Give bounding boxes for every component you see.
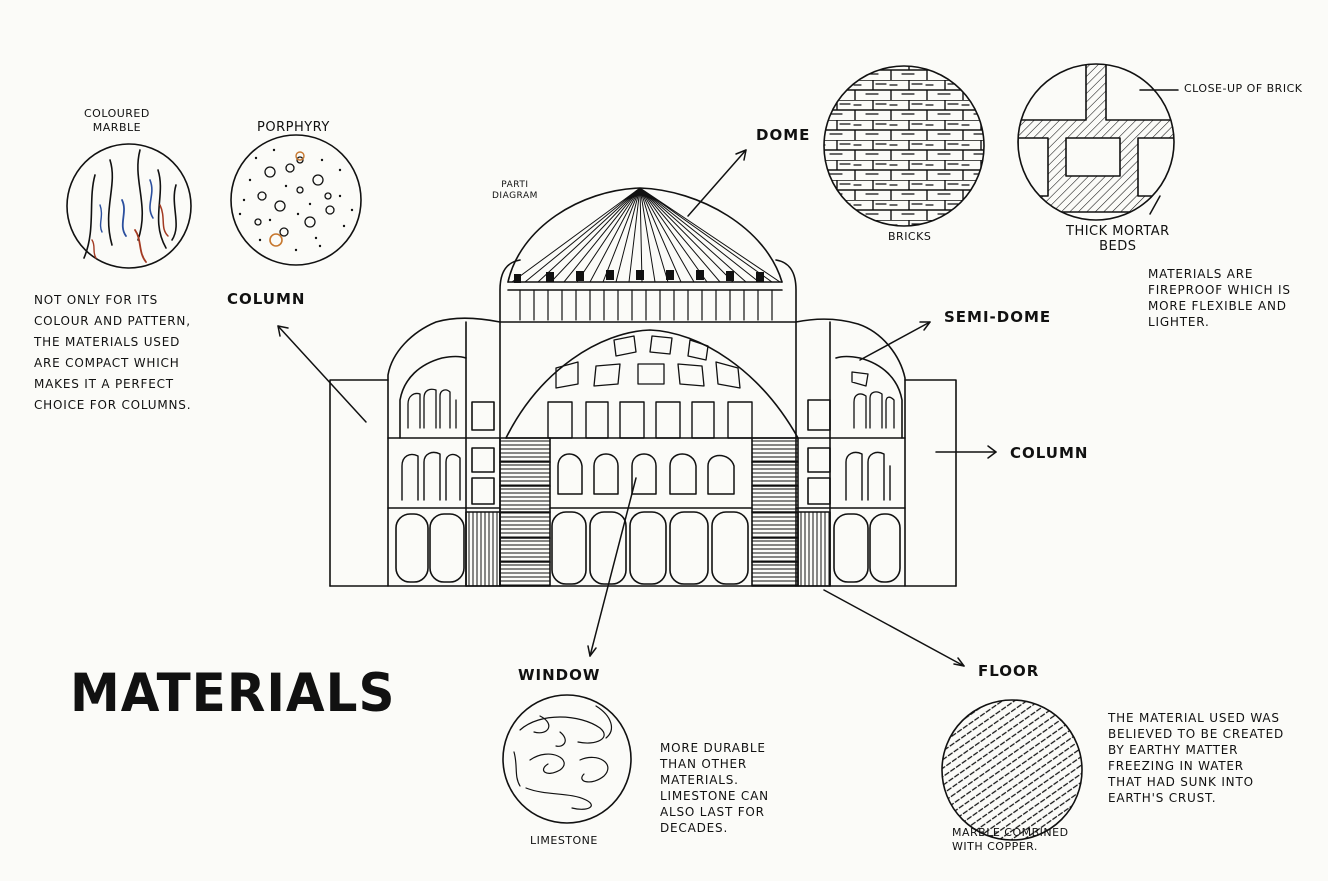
dome-label: DOME <box>756 126 810 145</box>
porphyry-label: PORPHYRY <box>257 120 330 136</box>
window-label: WINDOW <box>518 666 600 685</box>
porphyry-sample <box>231 135 361 265</box>
thick-mortar-beds-label: THICK MORTAR BEDS <box>1066 224 1170 254</box>
floor-note: THE MATERIAL USED WAS BELIEVED TO BE CRE… <box>1108 710 1284 806</box>
limestone-sample <box>503 695 631 823</box>
floor-marble-sample <box>940 700 1090 845</box>
coloured-marble-label: COLOURED MARBLE <box>84 107 150 135</box>
page-title: MATERIALS <box>70 667 396 720</box>
limestone-note: MORE DURABLE THAN OTHER MATERIALS. LIMES… <box>660 740 769 836</box>
column-label-left: COLUMN <box>227 290 305 309</box>
building-section <box>330 188 956 586</box>
semi-dome-label: SEMI-DOME <box>944 308 1051 327</box>
parti-diagram-label: PARTI DIAGRAM <box>492 180 538 202</box>
column-label-right: COLUMN <box>1010 444 1088 463</box>
dome-windows-band <box>520 290 772 320</box>
columns-note: NOT ONLY FOR ITS COLOUR AND PATTERN, THE… <box>34 290 191 416</box>
bricks-note: MATERIALS ARE FIREPROOF WHICH IS MORE FL… <box>1148 266 1291 330</box>
floor-label: FLOOR <box>978 662 1039 681</box>
bricks-label: BRICKS <box>888 230 931 244</box>
close-up-of-brick-label: CLOSE-UP OF BRICK <box>1184 82 1302 96</box>
limestone-label: LIMESTONE <box>530 834 598 848</box>
coloured-marble-sample <box>67 144 191 268</box>
marble-combined-label: MARBLE COMBINED WITH COPPER. <box>952 826 1069 854</box>
bricks-sample <box>820 60 990 230</box>
